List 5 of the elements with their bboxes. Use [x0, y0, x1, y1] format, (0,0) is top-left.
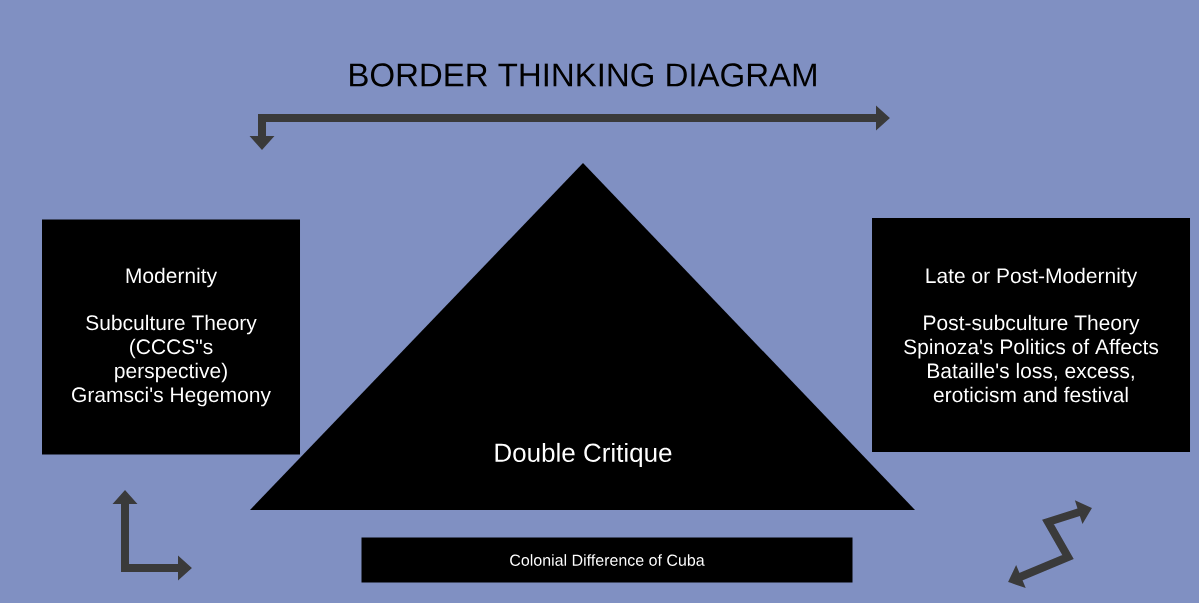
- text-box: Late or Post-Modernity Post-subculture Theory Spinoza's Politics of Affects Bataille's loss, excess, eroticism and festival: [872, 218, 1190, 452]
- text-box: Modernity Subculture Theory (CCCS"s perspective) Gramsci's Hegemony: [42, 219, 300, 455]
- title: BORDER THINKING DIAGRAM: [350, 63, 816, 87]
- node-label: Double Critique: [495, 442, 672, 468]
- text-bar: Colonial Difference of Cuba: [361, 537, 853, 583]
